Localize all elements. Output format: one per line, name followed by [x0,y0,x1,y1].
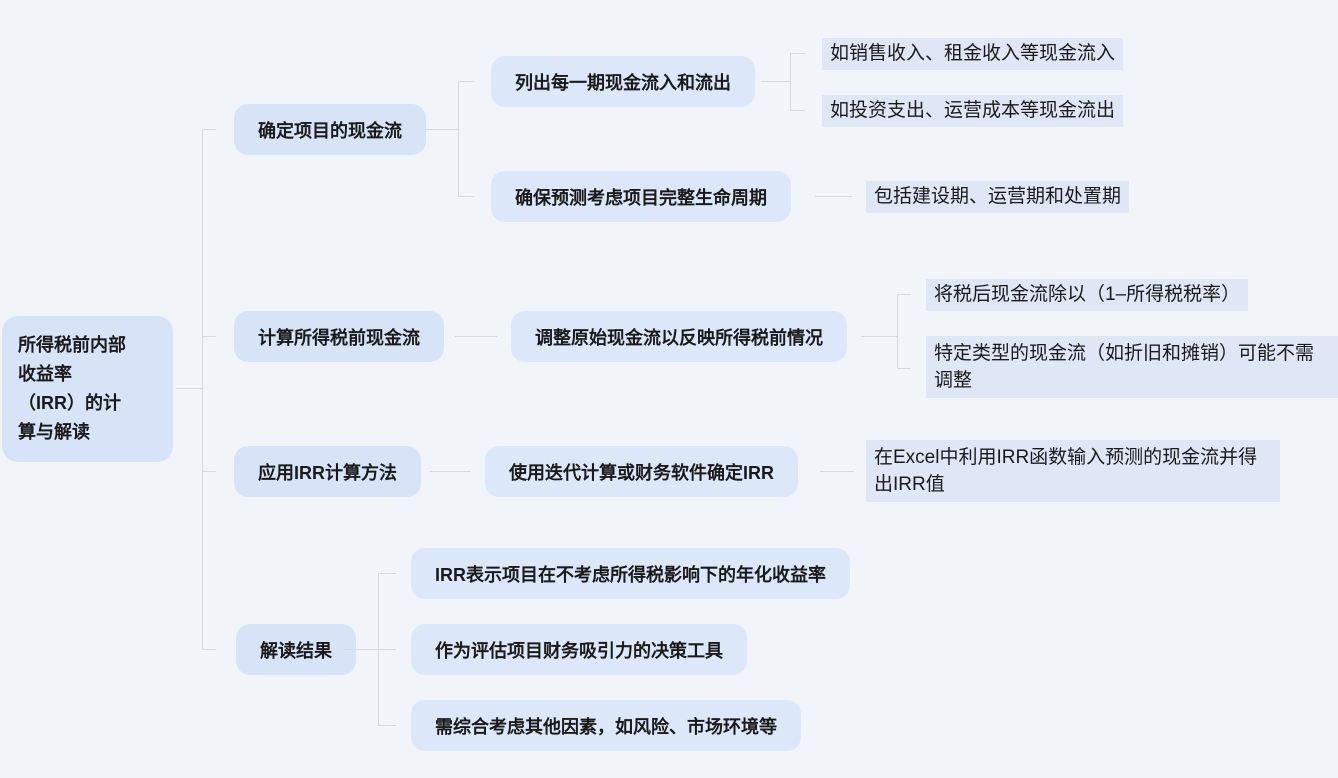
connector [820,471,854,472]
sub-node-adjust-cash-flow[interactable]: 调整原始现金流以反映所得税前情况 [511,311,847,362]
connector [344,649,378,650]
connector [455,336,497,337]
branch-node-apply-irr-method[interactable]: 应用IRR计算方法 [234,446,421,497]
connector [458,81,474,82]
connector [430,471,471,472]
leaf-node-no-adjust-needed[interactable]: 特定类型的现金流（如折旧和摊销）可能不需调整 [926,336,1338,398]
leaf-node-cash-inflows-examples[interactable]: 如销售收入、租金收入等现金流入 [822,38,1124,70]
connector [202,649,216,650]
connector [202,129,216,130]
connector [815,196,852,197]
connector [202,129,203,650]
connector [861,336,897,337]
sub-node-iterative-or-software[interactable]: 使用迭代计算或财务软件确定IRR [485,446,798,497]
leaf-node-divide-by-tax-rate[interactable]: 将税后现金流除以（1–所得税税率） [926,279,1249,311]
connector [458,81,459,196]
connector [202,336,216,337]
root-node[interactable]: 所得税前内部 收益率 （IRR）的计 算与解读 [2,316,173,462]
leaf-node-excel-irr-function[interactable]: 在Excel中利用IRR函数输入预测的现金流并得出IRR值 [866,440,1280,502]
connector [897,294,898,368]
leaf-node-lifecycle-phases[interactable]: 包括建设期、运营期和处置期 [866,181,1130,213]
connector [790,53,791,110]
connector [897,294,911,295]
connector [176,388,202,389]
connector [458,196,474,197]
connector [761,81,790,82]
sub-node-other-factors[interactable]: 需综合考虑其他因素，如风险、市场环境等 [411,700,801,751]
connector [790,110,805,111]
connector [378,649,396,650]
sub-node-decision-tool[interactable]: 作为评估项目财务吸引力的决策工具 [411,624,747,675]
connector [425,129,458,130]
sub-node-full-lifecycle[interactable]: 确保预测考虑项目完整生命周期 [491,171,791,222]
sub-node-irr-annualized-return[interactable]: IRR表示项目在不考虑所得税影响下的年化收益率 [411,548,850,599]
sub-node-list-cash-in-out[interactable]: 列出每一期现金流入和流出 [491,56,755,107]
connector [378,725,396,726]
connector [378,573,396,574]
branch-node-determine-cash-flows[interactable]: 确定项目的现金流 [234,104,426,155]
leaf-node-cash-outflows-examples[interactable]: 如投资支出、运营成本等现金流出 [822,95,1124,127]
connector [202,471,216,472]
connector [790,53,805,54]
branch-node-interpret-results[interactable]: 解读结果 [236,624,356,675]
connector [897,368,911,369]
branch-node-pretax-cash-flow[interactable]: 计算所得税前现金流 [234,311,444,362]
